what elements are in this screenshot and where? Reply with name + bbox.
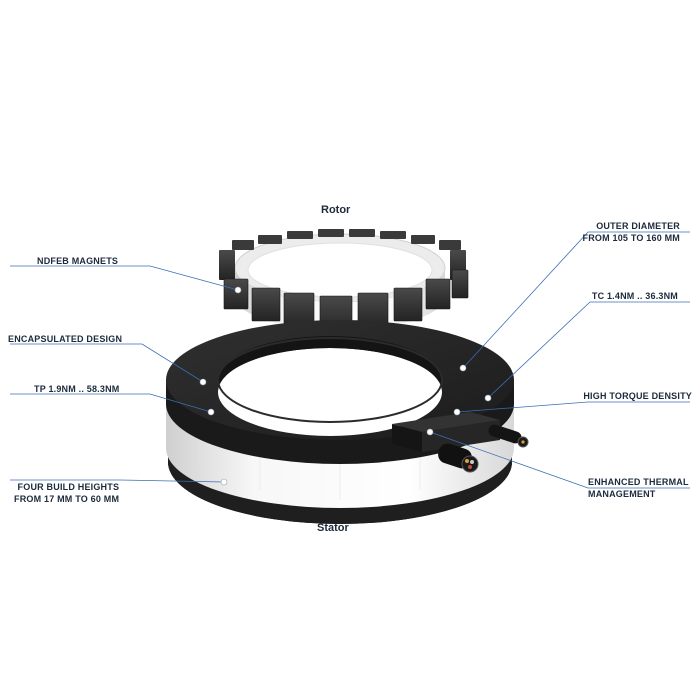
stator-title: Stator xyxy=(317,522,349,534)
dot-outer xyxy=(459,364,467,372)
label-enhanced-thermal: ENHANCED THERMAL MANAGEMENT xyxy=(588,476,689,500)
leader-four xyxy=(10,479,225,483)
leader-tc xyxy=(487,301,690,399)
label-thermal-line1: ENHANCED THERMAL xyxy=(588,477,689,487)
leader-lines xyxy=(10,231,690,489)
label-ndfeb-magnets: NDFEB MAGNETS xyxy=(37,256,119,266)
dot-ndfeb xyxy=(234,286,242,294)
leader-torque xyxy=(456,401,690,413)
dot-thermal xyxy=(426,428,434,436)
dot-four xyxy=(220,478,228,486)
leader-tp xyxy=(10,393,212,413)
stator-bore-rim xyxy=(217,337,443,423)
label-four-build-heights: FOUR BUILD HEIGHTS FROM 17 MM TO 60 MM xyxy=(14,481,119,505)
label-tc: TC 1.4NM .. 36.3NM xyxy=(591,291,678,301)
label-outer-line2: FROM 105 TO 160 MM xyxy=(582,233,680,243)
dot-encapsulated xyxy=(199,378,207,386)
leader-dots xyxy=(199,286,492,486)
label-outer-line1: OUTER DIAMETER xyxy=(596,221,680,231)
label-encapsulated-design: ENCAPSULATED DESIGN xyxy=(8,334,123,344)
leader-outer xyxy=(462,231,690,369)
label-outer-diameter: OUTER DIAMETER FROM 105 TO 160 MM xyxy=(583,220,680,244)
rotor-back-magnets xyxy=(232,229,461,250)
label-thermal-line2: MANAGEMENT xyxy=(588,489,656,499)
leader-encapsulated xyxy=(10,343,204,383)
dot-tp xyxy=(207,408,215,416)
rotor-title: Rotor xyxy=(321,204,351,216)
rotor xyxy=(219,229,469,335)
leader-ndfeb xyxy=(10,265,239,291)
label-four-line2: FROM 17 MM TO 60 MM xyxy=(14,494,120,504)
cables xyxy=(438,424,529,473)
stator-bore xyxy=(218,348,442,436)
connector-block xyxy=(392,412,500,452)
dot-torque xyxy=(453,408,461,416)
dot-tc xyxy=(484,394,492,402)
stator xyxy=(166,320,529,524)
label-tp: TP 1.9NM .. 58.3NM xyxy=(34,384,120,394)
stator-bore-wall xyxy=(218,336,442,392)
label-four-line1: FOUR BUILD HEIGHTS xyxy=(17,482,120,492)
label-high-torque-density: HIGH TORQUE DENSITY xyxy=(583,391,692,401)
leader-thermal xyxy=(429,431,690,489)
